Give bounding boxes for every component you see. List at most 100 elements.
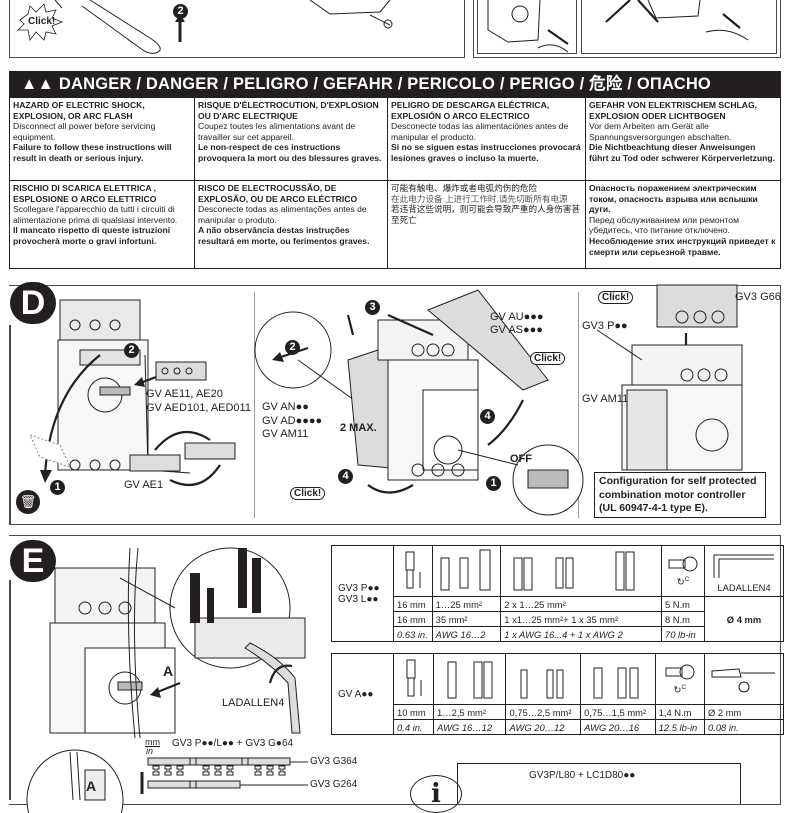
busbar-label-g264: GV3 G264 (310, 779, 358, 790)
strip-length: 16 mm (393, 611, 433, 627)
danger-cell-fr: RISQUE D'ÉLECTROCUTION, D'EXPLOSION OU D… (195, 98, 388, 181)
stranded-cross-section: AWG 20…12 (505, 719, 582, 735)
danger-heading: RISCO DE ELECTROCUSSÃO, DE EXPLOSÃO, OU … (198, 183, 358, 204)
accessory-label-gv-an: GV AN●● (262, 401, 309, 413)
click-callout: Click! (290, 487, 326, 500)
d-panel3-combination-illustration (596, 284, 743, 471)
ferrule-wire-icon-cell (580, 653, 656, 705)
accessory-label-gv-am11: GV AM11 (582, 393, 629, 405)
danger-instruction: Scollegare l'apparecchio da tutti i circ… (13, 204, 178, 225)
danger-banner: ▲▲ DANGER / DANGER / PELIGRO / GEFAHR / … (9, 71, 781, 98)
danger-cell-de: GEFAHR VON ELEKTRISCHEM SCHLAG, EXPLOSIO… (586, 98, 780, 181)
danger-consequence: A não observância destas instruções resu… (198, 225, 370, 246)
solid-wire-icon (447, 661, 493, 698)
section-d-left-border (9, 325, 11, 525)
warning-triangle-icons: ▲▲ (21, 75, 55, 93)
callout-label-a-detail: A (86, 778, 97, 794)
info-icon: i (410, 775, 462, 813)
max-quantity-label: 2 MAX. (340, 422, 377, 434)
strip-length: 0.63 in. (393, 626, 433, 642)
danger-heading: GEFAHR VON ELEKTRISCHEM SCHLAG, EXPLOSIO… (589, 100, 758, 121)
stranded-wire-icon (520, 669, 564, 698)
callout-label-a: A (163, 663, 174, 679)
strip-length: 10 mm (393, 704, 434, 720)
model-gv3-p: GV3 P●● (338, 582, 380, 594)
tool-size: 0.08 in. (704, 719, 784, 735)
step-2-badge: 2 (173, 4, 188, 19)
torque: 8 N.m (660, 611, 706, 627)
solid-cross-section: 1…2,5 mm² (432, 704, 507, 720)
torque: 70 lb-in (660, 626, 706, 642)
step-1-badge: 1 (50, 480, 65, 495)
section-d-divider-2 (578, 292, 579, 518)
click-callout: Click! (530, 352, 566, 365)
danger-heading: PELIGRO DE DESCARGA ELÉCTRICA, EXPLOSIÓN… (391, 100, 550, 121)
wire-types-icon (440, 549, 491, 590)
recycle-bin-icon: 🗑 (16, 490, 40, 514)
screw-icon (665, 664, 695, 680)
ferrule-cross-section: 0,75…1,5 mm² (580, 704, 656, 720)
danger-heading: 可能有触电、爆炸或者电弧灼伤的危险 (391, 183, 538, 193)
danger-consequence: Die Nichtbeachtung dieser Anweisungen fü… (589, 142, 776, 163)
strip-length-icon (405, 551, 421, 588)
busbar-title: GV3 P●●/L●● + GV3 G●64 (172, 738, 294, 749)
danger-banner-title: DANGER / DANGER / PELIGRO / GEFAHR / PER… (58, 75, 711, 93)
table-row: 16 mm 1…25 mm² 2 x 1…25 mm² 5 N.m Ø 4 mm (332, 596, 784, 642)
danger-instruction: Перед обслуживанием или ремонтом убедите… (589, 214, 739, 236)
section-d-frame (9, 285, 781, 525)
ul-configuration-note: Configuration for self protected combina… (594, 472, 766, 518)
danger-instruction: Desconecte todas las alimentaciónes ante… (391, 121, 569, 142)
model-cell: GV A●● (331, 653, 394, 735)
d-panel1-breaker-illustration (29, 299, 236, 487)
accessory-label-gv-am11: GV AM11 (262, 428, 309, 440)
step-4-badge: 4 (480, 409, 495, 424)
table-row: 0.63 in. AWG 16…2 1 x AWG 16...4 + 1 x A… (332, 626, 784, 642)
screwdriver-illustration (17, 0, 393, 54)
top-left-panel (9, 0, 465, 58)
accessory-label-gv-ae1: GV AE1 (124, 479, 164, 491)
danger-consequence: 若违背这些说明，则可能会导致严重的人身伤害甚至死亡 (391, 204, 581, 225)
ferrule-cross-section: AWG 20…16 (580, 719, 656, 735)
danger-instruction: 在此电力设备 上进行工作时,请先切断所有电源 (391, 193, 568, 204)
solid-wire-icon-cell (431, 545, 502, 597)
info-title: GV3P/L80 + LC1D80●● (529, 770, 636, 781)
model-gv3-l: GV3 L●● (338, 593, 379, 605)
strip-length-icon (406, 659, 421, 696)
torque: 1,4 N.m (654, 704, 706, 720)
busbar-gv3-g364 (147, 757, 308, 776)
gva-wire-spec-table: GV A●● ↻C 10 mm 1…2,5 mm² 0,75…2,5 mm² 0… (331, 653, 784, 735)
stranded-cross-section: 0,75…2,5 mm² (505, 704, 582, 720)
allen-key-icon (713, 554, 774, 578)
breaker-label-gv3-p: GV3 P●● (582, 320, 628, 332)
danger-consequence: Il mancato rispetto di queste istruzioni… (13, 225, 171, 246)
step-2-badge: 2 (285, 340, 300, 355)
danger-cell-es: PELIGRO DE DESCARGA ELÉCTRICA, EXPLOSIÓN… (388, 98, 586, 181)
step-4-badge: 4 (338, 469, 353, 484)
tool-size: Ø 2 mm (704, 704, 784, 720)
section-d-badge: D (10, 282, 56, 324)
danger-instruction: Desconecte todas as alimentações antes d… (198, 204, 367, 225)
busbar-gv3-g264 (147, 780, 308, 789)
step-1-badge: 1 (486, 476, 501, 491)
danger-consequence: Si no se siguen estas instrucciones prov… (391, 142, 581, 163)
cross-section: 35 mm² (431, 611, 502, 627)
double-wire-icon-cell (500, 545, 662, 597)
click-label: Click! (28, 16, 56, 27)
step-2-badge: 2 (124, 343, 139, 358)
table-row: 16 mm 35 mm² 1 x1…25 mm²+ 1 x 35 mm² 8 N… (332, 611, 784, 627)
gv3-wire-spec-table: GV3 P●● GV3 L●● ↻C LADALLEN4 16 mm 1…25 … (331, 545, 784, 642)
solid-cross-section: AWG 16…12 (432, 719, 507, 735)
accessory-label-gv-au: GV AU●●● (490, 311, 544, 323)
d-panel2-auxiliary-illustration (254, 289, 584, 516)
danger-cell-en: HAZARD OF ELECTRIC SHOCK, EXPLOSION, OR … (10, 98, 195, 181)
torque: 12.5 lb-in (654, 719, 706, 735)
accessory-label-gv-aed101: GV AED101, AED011 (146, 402, 251, 414)
accessory-label-gv-as: GV AS●●● (490, 324, 543, 336)
step-3-badge: 3 (365, 300, 380, 315)
top-right-panel (473, 0, 781, 58)
accessory-label-gv-ad: GV AD●●●● (262, 415, 323, 427)
danger-heading: RISQUE D'ÉLECTROCUTION, D'EXPLOSION OU D… (198, 100, 379, 121)
tool-label-ladallen4: LADALLEN4 (222, 697, 285, 709)
click-callout: Click! (598, 291, 634, 304)
info-box (457, 763, 741, 804)
